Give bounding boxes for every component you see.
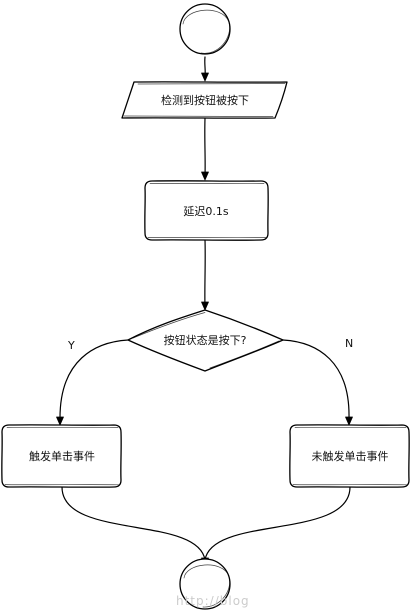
edge-start-to-detect: [201, 56, 209, 82]
edge-delay-to-decision: [201, 239, 209, 311]
node-decision: 按钮状态是按下?: [127, 309, 284, 372]
node-detect: 检测到按钮被按下: [121, 81, 288, 119]
node-end: [179, 558, 231, 610]
edge-decision-to-no-trigger: [282, 339, 353, 426]
edge-no-trigger-to-end: [204, 486, 351, 561]
node-no-trigger-label: 未触发单击事件: [312, 449, 389, 463]
node-no-trigger: 未触发单击事件: [289, 424, 410, 488]
node-trigger: 触发单击事件: [1, 424, 122, 488]
edge-detect-to-delay: [201, 117, 209, 181]
edge-label-yes: Y: [67, 339, 75, 352]
edge-trigger-to-end: [61, 486, 206, 561]
edge-label-no: N: [345, 337, 353, 350]
edge-decision-to-trigger: [56, 339, 129, 426]
node-detect-label: 检测到按钮被按下: [161, 93, 249, 107]
node-delay: 延迟0.1s: [144, 180, 269, 241]
watermark-text: http://blog: [176, 594, 250, 608]
node-decision-label: 按钮状态是按下?: [164, 333, 247, 347]
node-start: [179, 3, 231, 55]
node-delay-label: 延迟0.1s: [183, 205, 228, 218]
node-trigger-label: 触发单击事件: [29, 449, 95, 463]
